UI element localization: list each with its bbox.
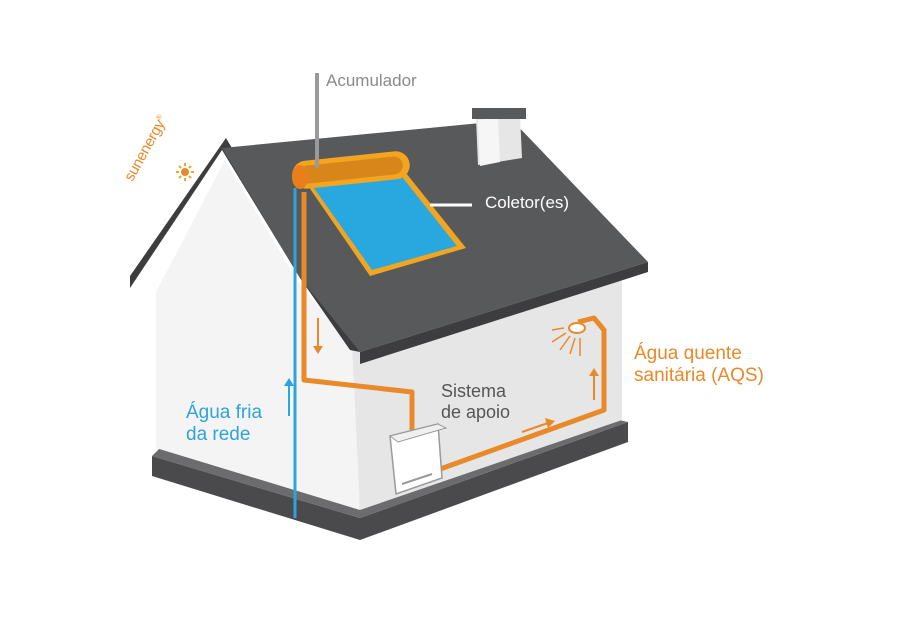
hot-water-pipe-supply [431,315,607,475]
chimney-front [478,117,500,166]
cold-water-label: Água fria da rede [186,402,263,445]
roof-fascia [360,262,648,364]
sun-logo-icon [176,163,194,181]
collector-panel [311,173,457,270]
accumulator-label: Acumulador [326,71,417,90]
foundation [152,422,628,540]
flow-arrow-icon [313,346,323,354]
flow-arrow-icon [284,378,294,386]
hot-water-label: Água quente sanitária (AQS) [634,343,764,386]
backup-system-label: Sistema de apoio [441,381,511,422]
boiler-icon [388,423,448,496]
flow-arrow-icon [545,418,555,428]
hot-water-pipe-down [301,192,415,436]
collector-label: Coletor(es) [485,193,570,212]
shower-icon [551,322,586,356]
chimney-cap [472,108,526,119]
front-wall [156,160,360,510]
flow-arrow-icon [589,368,599,376]
